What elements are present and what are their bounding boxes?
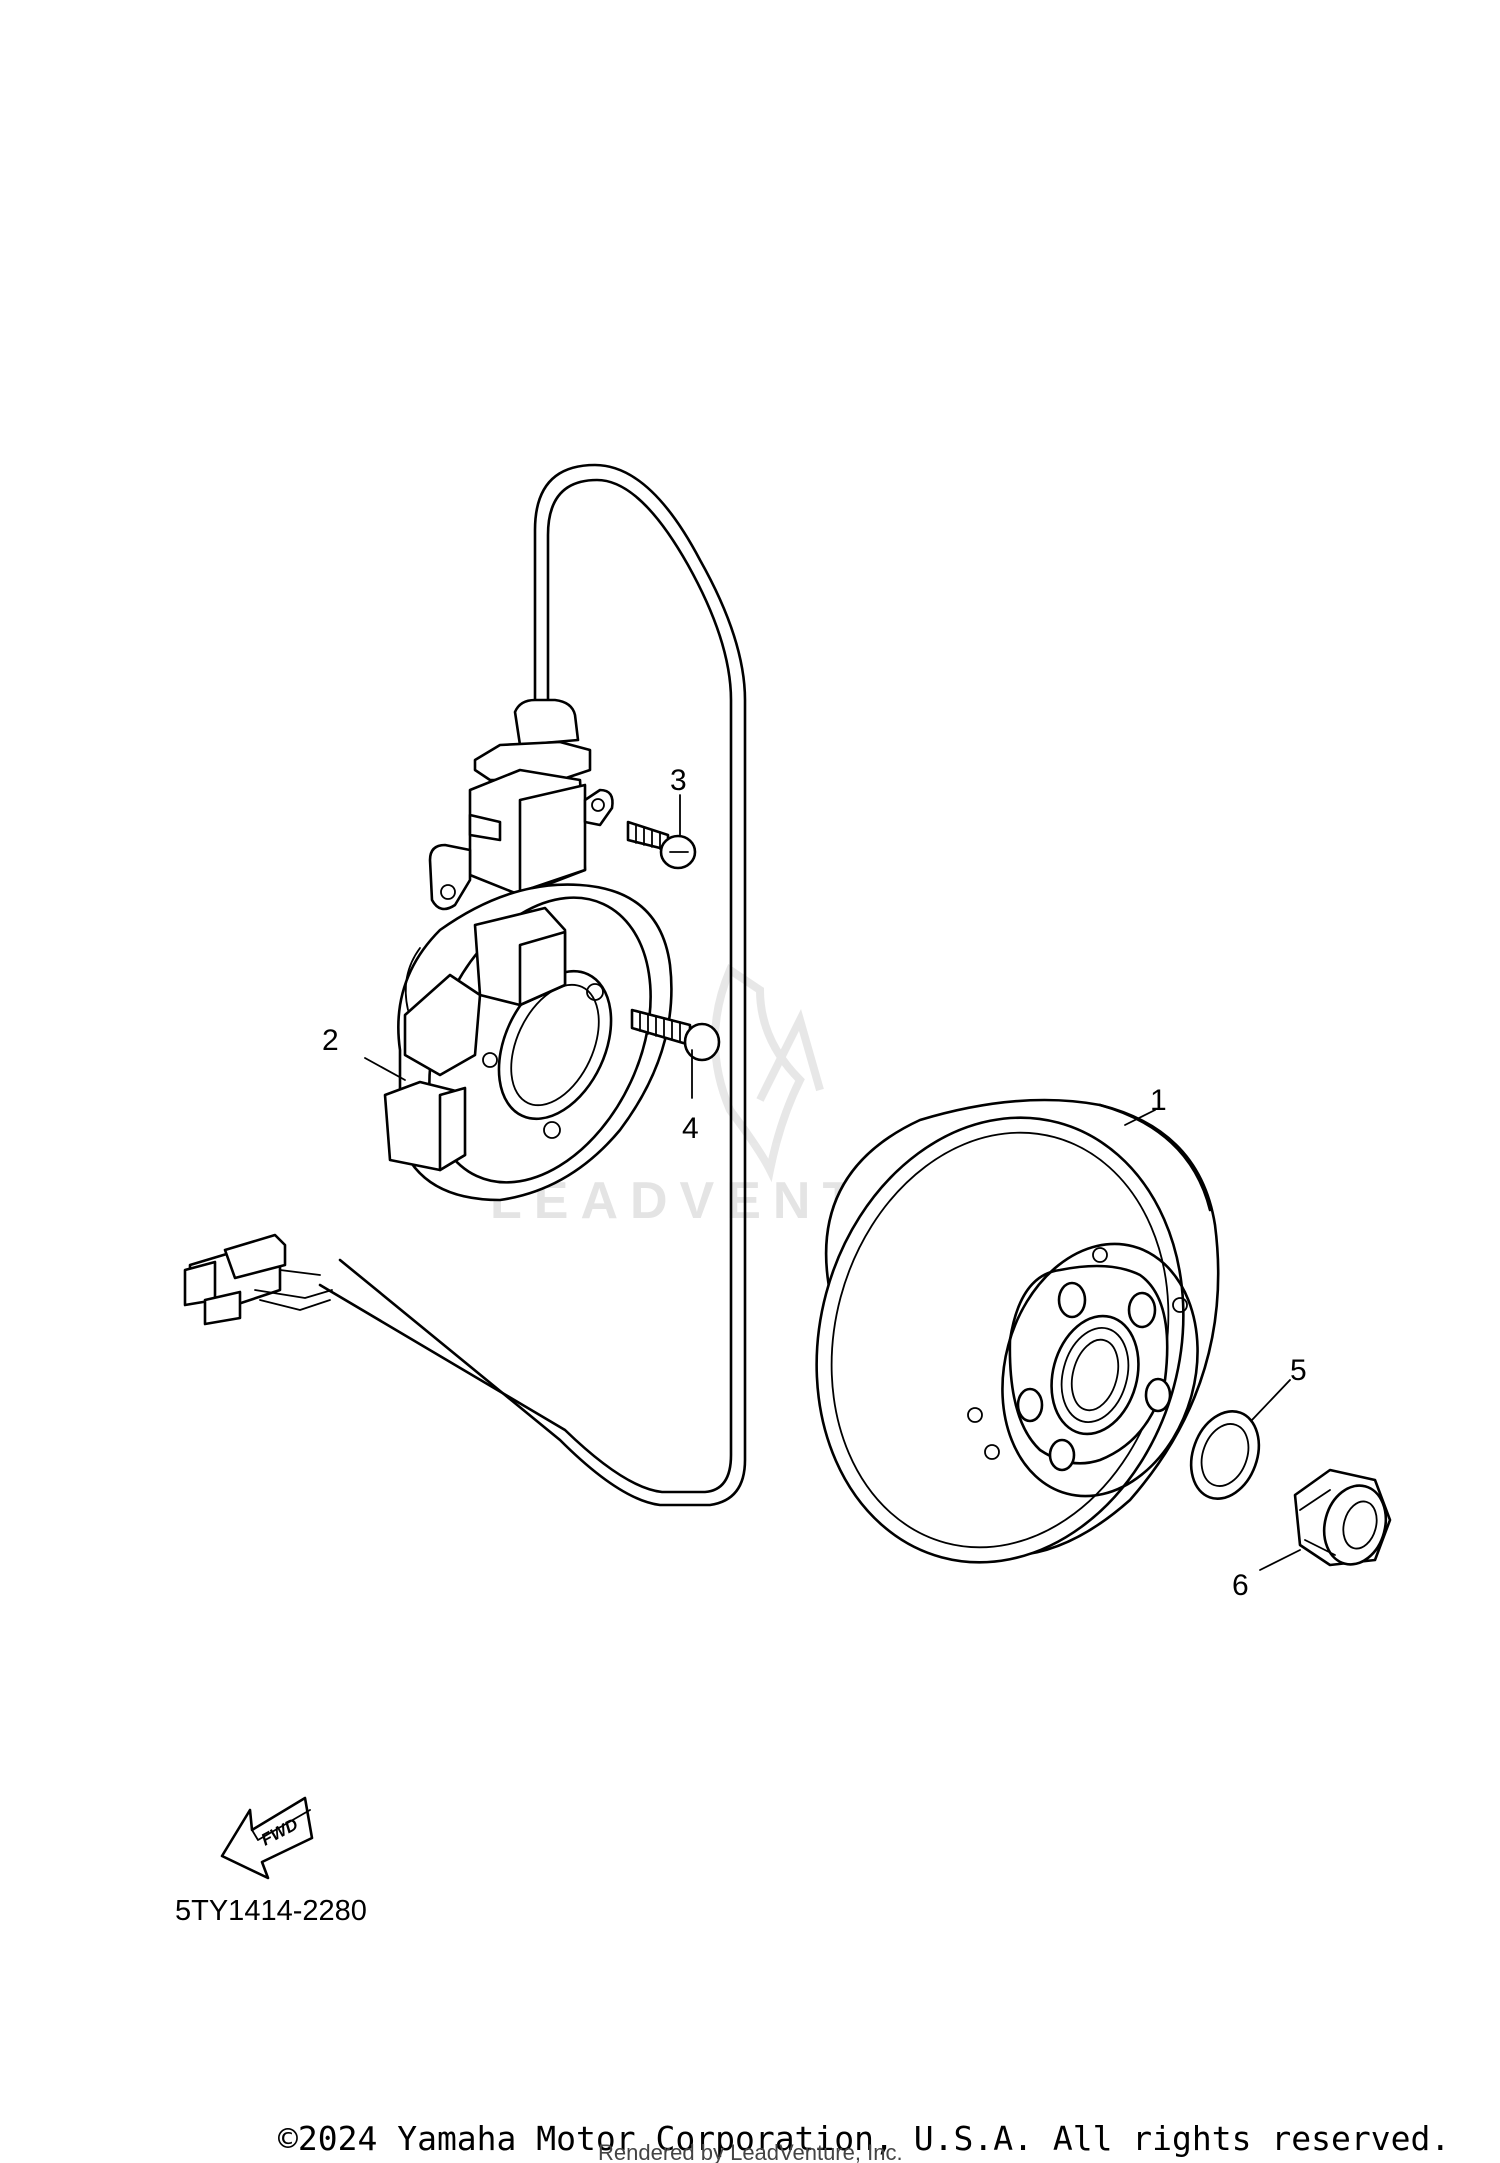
washer-5 bbox=[1189, 1410, 1261, 1500]
callout-3: 3 bbox=[670, 764, 687, 797]
rendered-by-text: Rendered by LeadVenture, Inc. bbox=[598, 2140, 903, 2163]
pickup-wire bbox=[338, 463, 747, 1507]
fwd-arrow-icon: FWD bbox=[220, 1796, 314, 1880]
screw-3 bbox=[626, 820, 697, 870]
leader-lines bbox=[364, 794, 1301, 1571]
stator bbox=[383, 883, 673, 1202]
callout-2: 2 bbox=[322, 1024, 339, 1057]
pickup-wire-inner bbox=[318, 478, 733, 1494]
flywheel-rotor bbox=[815, 1098, 1220, 1564]
pickup-coil bbox=[428, 698, 614, 911]
bolt-4 bbox=[630, 1008, 721, 1062]
leader-1 bbox=[1124, 1109, 1156, 1126]
callout-6: 6 bbox=[1232, 1569, 1249, 1602]
wire-connector bbox=[183, 1233, 333, 1326]
callout-4: 4 bbox=[682, 1112, 699, 1145]
diagram-code: 5TY1414-2280 bbox=[175, 1895, 367, 1927]
nut-6 bbox=[1293, 1468, 1392, 1567]
callout-1: 1 bbox=[1150, 1084, 1167, 1117]
copyright-text: ©2024 Yamaha Motor Corporation, U.S.A. A… bbox=[278, 2119, 1450, 2158]
leader-6 bbox=[1259, 1549, 1301, 1571]
leader-5 bbox=[1251, 1379, 1291, 1421]
callout-5: 5 bbox=[1290, 1354, 1307, 1387]
leader-2 bbox=[364, 1057, 406, 1081]
